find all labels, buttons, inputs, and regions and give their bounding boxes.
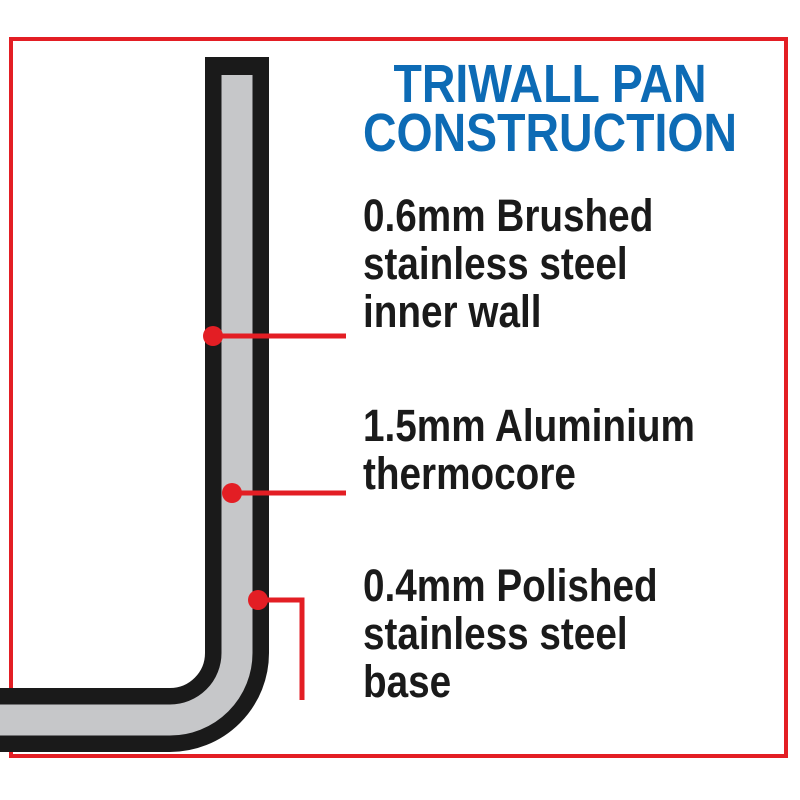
red-border-frame	[9, 37, 788, 758]
label-thermocore-line-1: 1.5mm Aluminium	[363, 400, 695, 451]
label-base-line-3: base	[363, 656, 452, 707]
label-inner-wall-line-3: inner wall	[363, 286, 542, 337]
title-line-2: CONSTRUCTION	[362, 103, 738, 163]
label-base-line-2: stainless steel	[363, 608, 628, 659]
label-thermocore-line-2: thermocore	[363, 448, 576, 499]
label-inner-wall-line-1: 0.6mm Brushed	[363, 190, 654, 241]
label-base: 0.4mm Polished stainless steel base	[363, 562, 658, 706]
stainless-steel-outer-layer	[0, 57, 269, 752]
label-thermocore: 1.5mm Aluminium thermocore	[363, 402, 695, 498]
callout-line-base	[258, 597, 305, 700]
label-inner-wall-line-2: stainless steel	[363, 238, 628, 289]
label-inner-wall: 0.6mm Brushed stainless steel inner wall	[363, 192, 653, 336]
diagram-title: TRIWALL PAN CONSTRUCTION	[361, 54, 739, 163]
label-base-line-1: 0.4mm Polished	[363, 560, 658, 611]
title-line-1: TRIWALL PAN	[393, 54, 707, 114]
aluminium-thermocore-layer	[0, 75, 253, 736]
callout-dot-thermocore	[222, 483, 242, 503]
callout-dot-base	[248, 590, 268, 610]
callout-dot-inner-wall	[203, 326, 223, 346]
